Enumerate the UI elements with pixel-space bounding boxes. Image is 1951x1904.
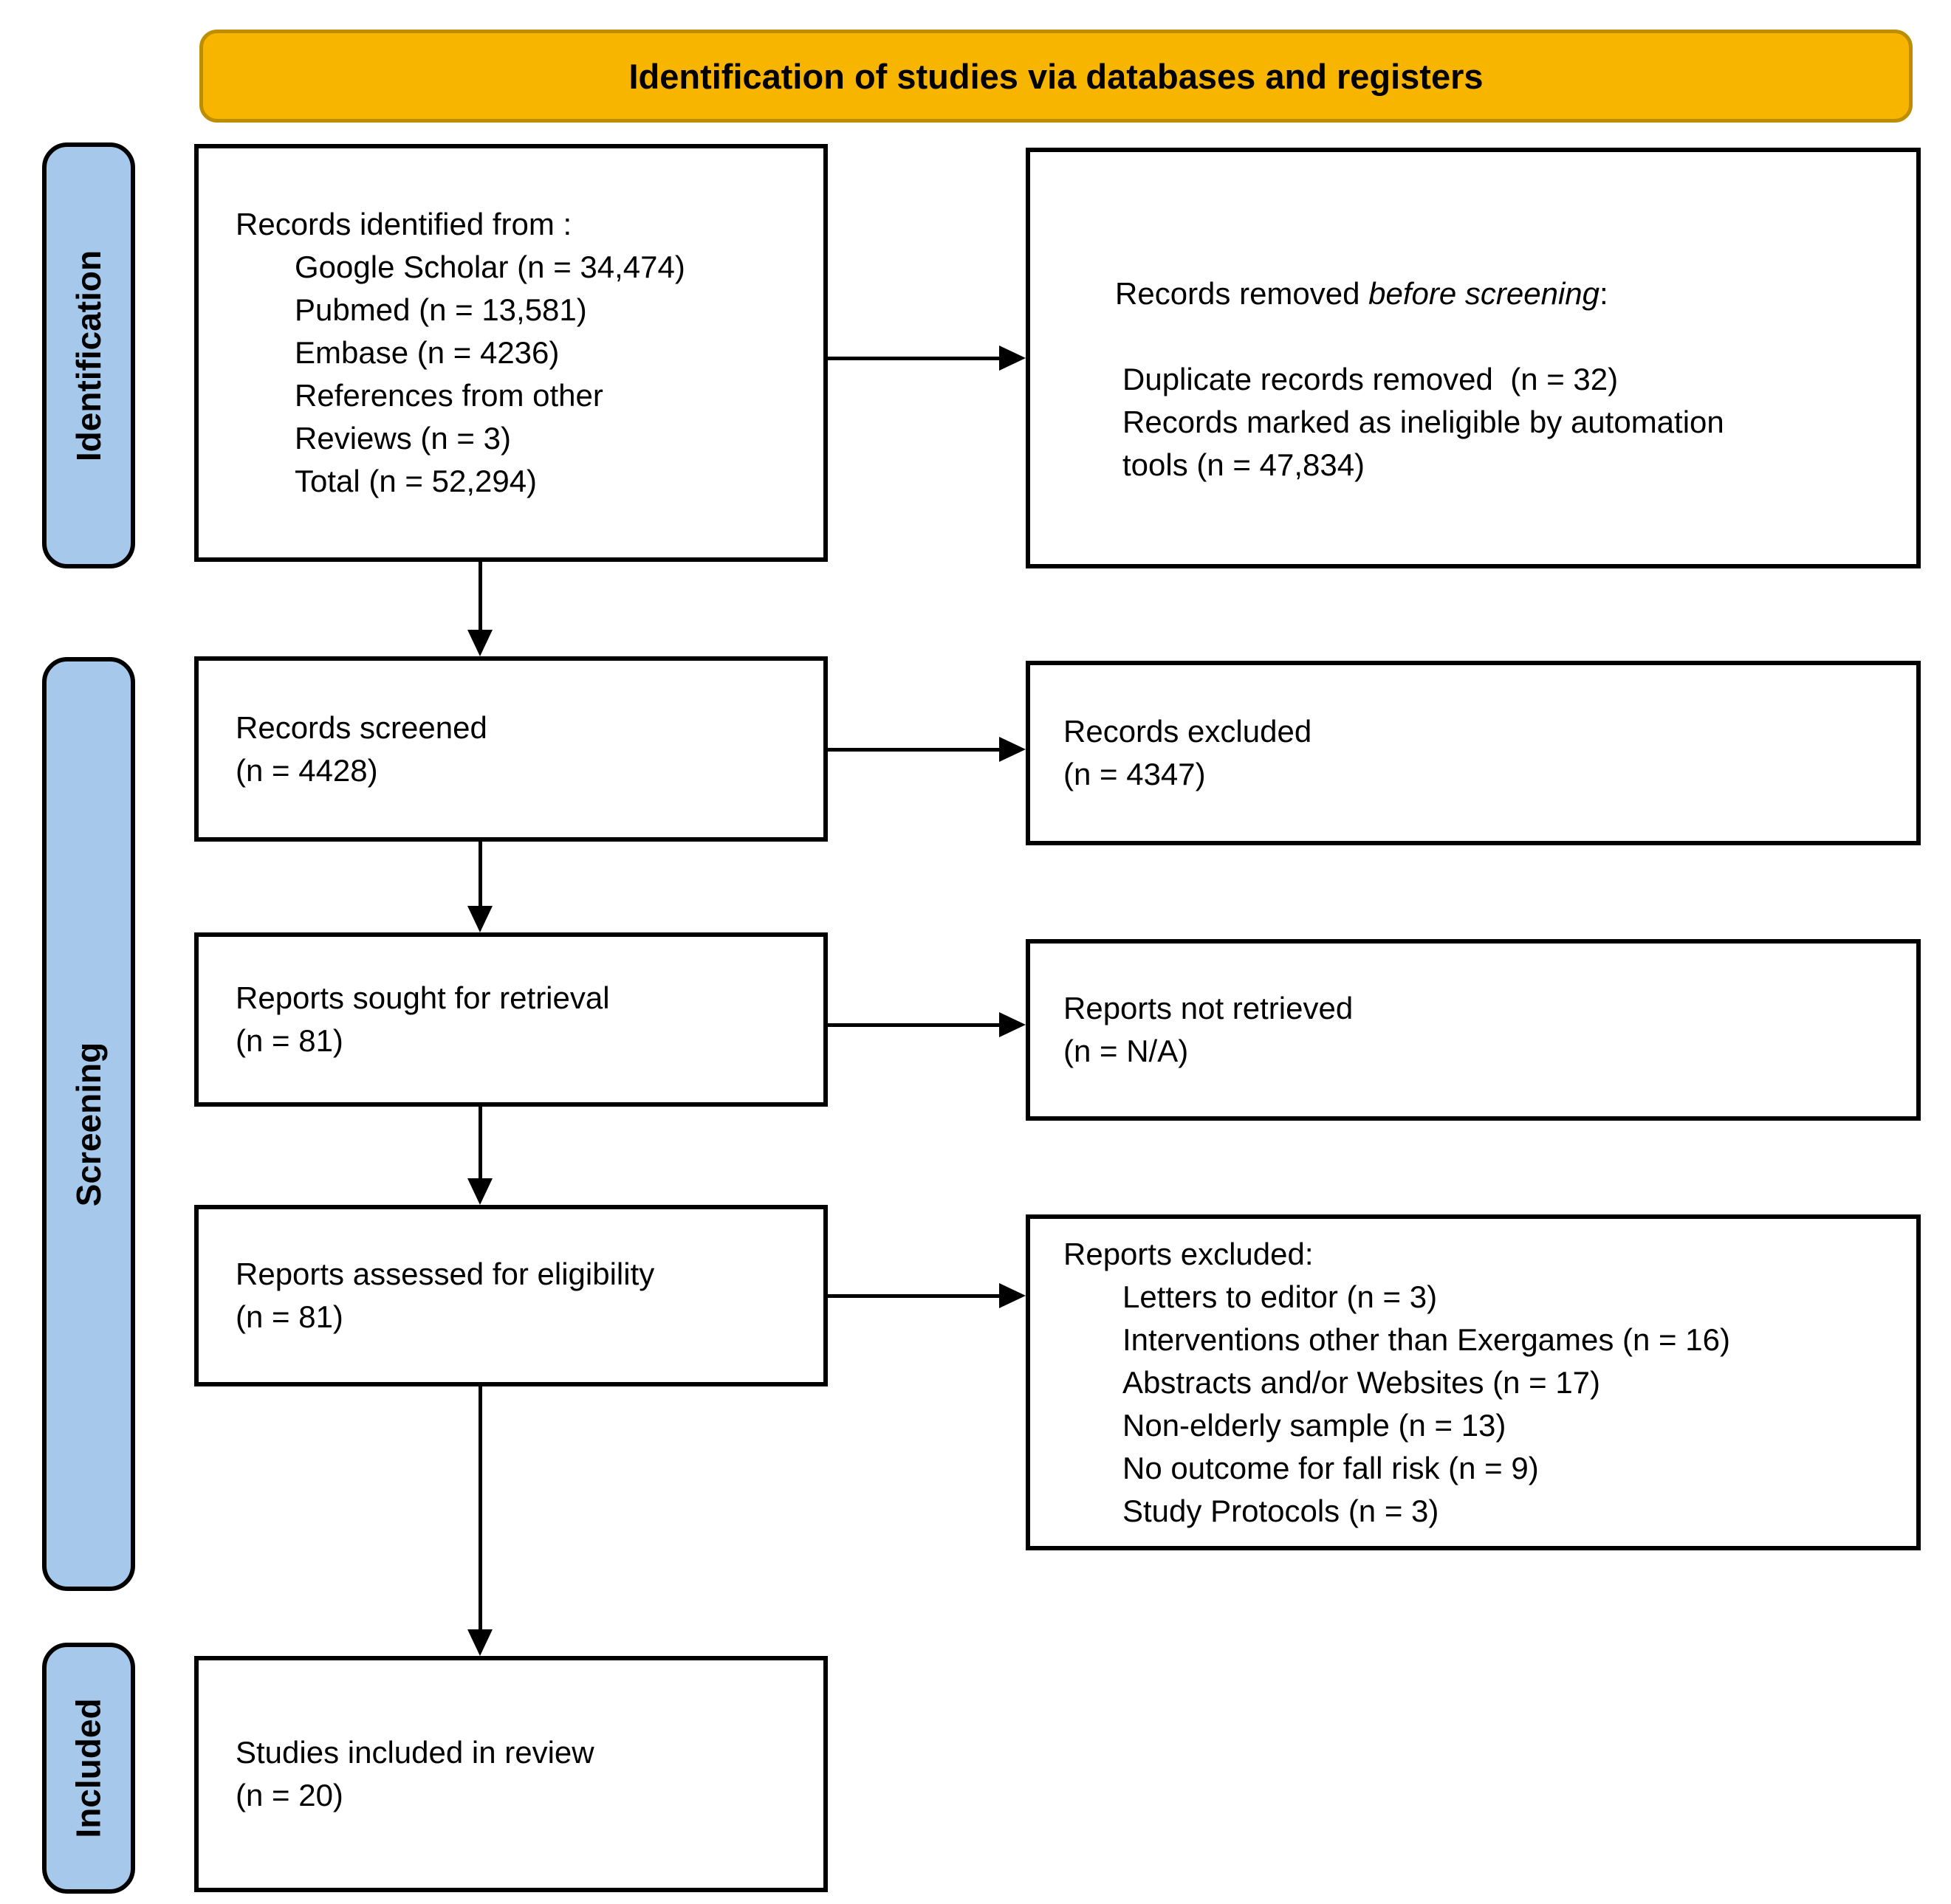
arrow-identified-to-removed-line (828, 357, 999, 360)
arrow-screened-to-sought-line (479, 842, 482, 908)
records-identified-line: Google Scholar (n = 34,474) (295, 250, 685, 284)
stage-label-screening-text: Screening (69, 1042, 109, 1206)
reports-excluded-item: No outcome for fall risk (n = 9) (1122, 1450, 1539, 1485)
reports-excluded-title: Reports excluded: (1063, 1236, 1314, 1271)
reports-assessed-count: (n = 81) (236, 1299, 343, 1334)
studies-included-line: Studies included in review (236, 1735, 594, 1770)
reports-not-retrieved-count: (n = N/A) (1063, 1034, 1189, 1068)
records-screened-box: Records screened (n = 4428) (194, 656, 828, 842)
records-removed-item: Records marked as ineligible by automati… (1122, 405, 1724, 439)
banner-title: Identification of studies via databases … (628, 56, 1484, 96)
reports-not-retrieved-line: Reports not retrieved (1063, 991, 1354, 1025)
reports-sought-count: (n = 81) (236, 1023, 343, 1058)
records-removed-title: Records removed before screening: (1063, 230, 1899, 358)
arrow-sought-to-assessed-head (467, 1178, 493, 1205)
records-removed-title-suffix: : (1599, 276, 1608, 311)
records-excluded-count: (n = 4347) (1063, 757, 1206, 791)
reports-assessed-line: Reports assessed for eligibility (236, 1257, 655, 1291)
records-screened-count: (n = 4428) (236, 752, 378, 788)
studies-included-count: (n = 20) (236, 1778, 343, 1812)
reports-sought-box: Reports sought for retrieval (n = 81) (194, 932, 828, 1107)
records-excluded-box: Records excluded (n = 4347) (1026, 661, 1921, 845)
records-removed-item: tools (n = 47,834) (1122, 447, 1365, 482)
records-identified-line: Total (n = 52,294) (295, 464, 538, 498)
records-removed-title-italic: before screening (1368, 276, 1600, 311)
arrow-identified-to-removed-head (999, 346, 1026, 371)
arrow-screened-to-excluded-line (828, 748, 999, 752)
records-identified-line: Reviews (n = 3) (295, 421, 511, 456)
records-screened-line: Records screened (236, 709, 487, 745)
records-identified-box: Records identified from : Google Scholar… (194, 144, 828, 562)
arrow-sought-to-notretrieved-head (999, 1012, 1026, 1037)
banner: Identification of studies via databases … (199, 30, 1913, 123)
stage-label-identification-text: Identification (69, 250, 109, 461)
arrow-assessed-to-reportsexcluded-line (828, 1294, 999, 1298)
arrow-screened-to-excluded-head (999, 737, 1026, 762)
arrow-identified-to-screened-line (479, 562, 482, 631)
arrow-assessed-to-reportsexcluded-head (999, 1283, 1026, 1308)
reports-excluded-box: Reports excluded: Letters to editor (n =… (1026, 1214, 1921, 1550)
arrow-identified-to-screened-head (467, 630, 493, 656)
arrow-assessed-to-included-line (479, 1386, 482, 1632)
stage-label-identification: Identification (42, 142, 135, 568)
records-removed-box: Records removed before screening: Duplic… (1026, 148, 1921, 568)
records-identified-line: Records identified from : (236, 207, 572, 241)
stage-label-included: Included (42, 1643, 135, 1894)
reports-excluded-item: Letters to editor (n = 3) (1122, 1279, 1438, 1314)
stage-label-screening: Screening (42, 657, 135, 1591)
reports-excluded-item: Non-elderly sample (n = 13) (1122, 1407, 1506, 1443)
arrow-sought-to-assessed-line (479, 1107, 482, 1180)
records-identified-line: Embase (n = 4236) (295, 335, 560, 370)
records-excluded-line: Records excluded (1063, 714, 1312, 749)
reports-excluded-item: Study Protocols (n = 3) (1122, 1493, 1439, 1528)
arrow-sought-to-notretrieved-line (828, 1023, 999, 1027)
records-identified-line: Pubmed (n = 13,581) (295, 292, 587, 327)
arrow-assessed-to-included-head (467, 1629, 493, 1656)
records-identified-line: References from other (295, 378, 603, 413)
reports-excluded-item: Abstracts and/or Websites (n = 17) (1122, 1364, 1601, 1400)
reports-excluded-item: Interventions other than Exergames (n = … (1122, 1322, 1730, 1357)
records-removed-item: Duplicate records removed (n = 32) (1122, 362, 1619, 396)
arrow-screened-to-sought-head (467, 906, 493, 932)
records-removed-title-prefix: Records removed (1115, 276, 1369, 311)
reports-sought-line: Reports sought for retrieval (236, 980, 610, 1015)
stage-label-included-text: Included (69, 1698, 108, 1838)
studies-included-box: Studies included in review (n = 20) (194, 1656, 828, 1892)
reports-assessed-box: Reports assessed for eligibility (n = 81… (194, 1205, 828, 1386)
reports-not-retrieved-box: Reports not retrieved (n = N/A) (1026, 939, 1921, 1121)
